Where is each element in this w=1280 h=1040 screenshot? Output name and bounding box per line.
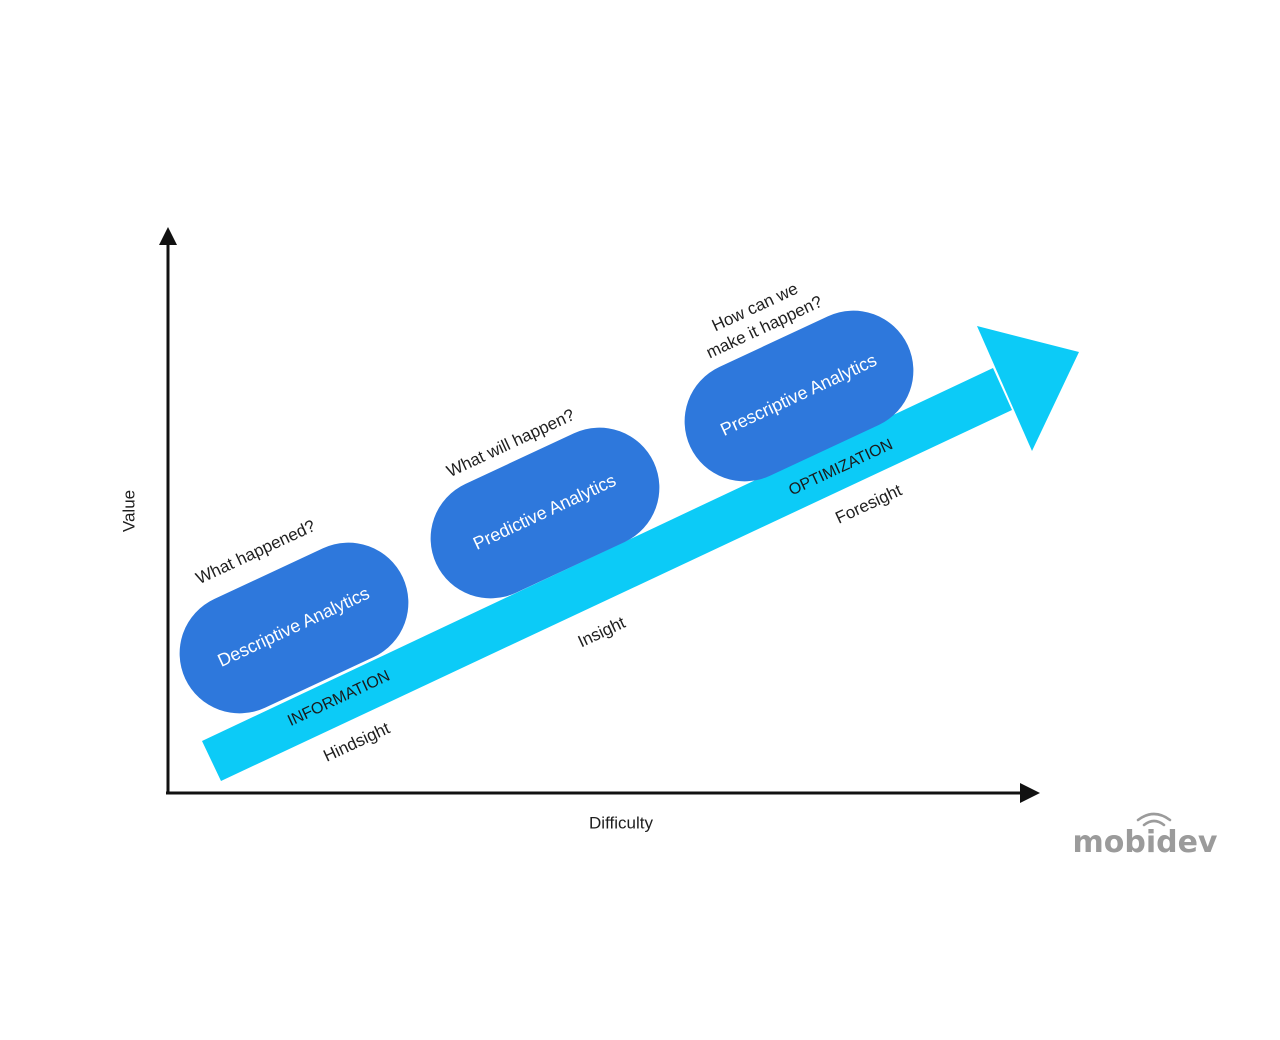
descriptive-analytics-pill: Descriptive Analytics [179,542,409,714]
growth-arrow-shaft [202,368,1012,781]
pill-background [430,427,660,599]
pill-background [684,310,914,482]
growth-arrow-head [977,326,1079,451]
y-axis-label: Value [119,490,138,532]
logo-wordmark: mobidev [1072,825,1217,860]
x-axis-label: Difficulty [589,813,653,832]
mobidev-logo: mobidev [1072,812,1218,860]
y-axis-arrowhead [159,227,177,245]
insight-label: Insight [575,613,629,652]
x-axis-arrowhead [1020,783,1040,803]
pill-background [179,542,409,714]
growth-arrow [202,326,1079,781]
predictive-analytics-pill: Predictive Analytics [430,427,660,599]
wifi-signal-icon [1136,812,1172,827]
prescriptive-analytics-pill: Prescriptive Analytics [684,310,914,482]
axes [159,227,1040,803]
